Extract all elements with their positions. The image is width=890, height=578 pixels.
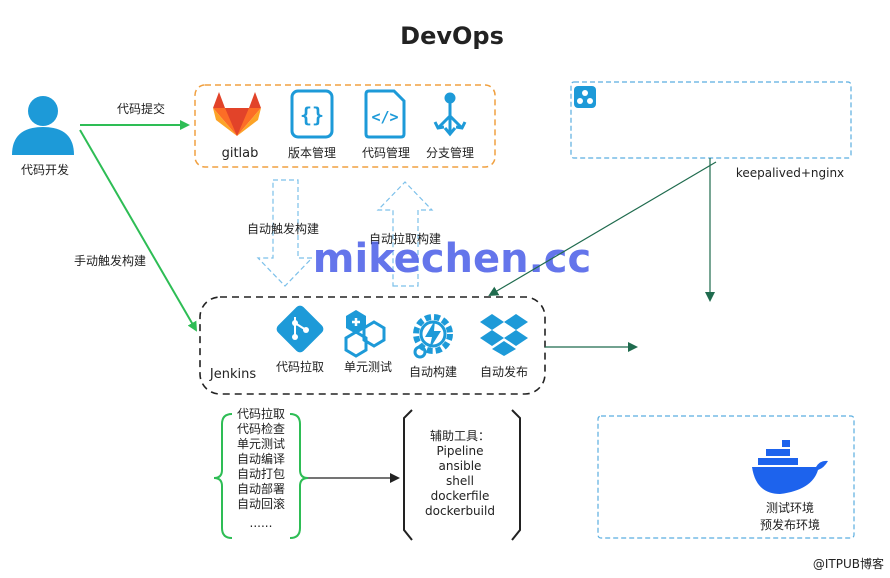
developer-label: 代码开发 <box>21 162 69 177</box>
dropbox-icon <box>480 314 528 356</box>
tools-left-bracket <box>403 409 413 541</box>
jenkins-deploy-label: 自动发布 <box>480 364 528 379</box>
gear-bolt-icon <box>413 314 453 359</box>
cluster-icon <box>574 86 596 108</box>
hexagons-icon <box>344 310 386 358</box>
jenkins-test-label: 单元测试 <box>344 359 392 374</box>
tool-item: dockerbuild <box>425 504 495 518</box>
gitlab-fox-icon <box>213 92 261 136</box>
branch-mgmt-label: 分支管理 <box>426 145 474 160</box>
steps-list: 代码拉取 代码检查 单元测试 自动编译 自动打包 自动部署 自动回滚 .....… <box>237 406 285 530</box>
docker-whale-icon <box>752 440 828 494</box>
step-item: 自动回滚 <box>237 496 285 511</box>
jenkins-group-box <box>199 296 546 395</box>
steps-right-brace <box>289 413 309 539</box>
step-item: 自动部署 <box>237 481 285 496</box>
step-item: ...... <box>250 516 273 530</box>
tools-list: 辅助工具： Pipeline ansible shell dockerfile … <box>425 429 495 518</box>
env-line-test: 测试环境 <box>766 500 814 515</box>
tools-right-bracket <box>511 409 521 541</box>
step-item: 代码检查 <box>237 421 285 436</box>
tools-heading: 辅助工具： <box>430 429 490 443</box>
code-doc-icon: </> <box>364 89 406 139</box>
jenkins-build-label: 自动构建 <box>409 364 457 379</box>
auto-pull-label: 自动拉取构建 <box>369 231 441 246</box>
lb-label: keepalived+nginx <box>736 166 844 180</box>
watermark: mikechen.cc <box>313 236 591 282</box>
svg-text:{}: {} <box>300 103 324 127</box>
braces-doc-icon: {} <box>290 89 334 139</box>
step-item: 自动编译 <box>237 451 285 466</box>
auto-trigger-arrow <box>256 179 314 287</box>
code-mgmt-label: 代码管理 <box>362 145 410 160</box>
git-diamond-icon <box>276 305 324 353</box>
developer-person-icon <box>12 96 74 155</box>
jenkins-label: Jenkins <box>209 367 256 382</box>
step-item: 自动打包 <box>237 467 285 481</box>
svg-text:</>: </> <box>371 108 398 126</box>
branch-icon <box>433 92 467 137</box>
env-line-staging: 预发布环境 <box>760 517 820 532</box>
commit-label: 代码提交 <box>117 101 165 116</box>
footer-credit: @ITPUB博客 <box>813 556 884 571</box>
gitlab-label: gitlab <box>222 146 259 161</box>
diagram-title: DevOps <box>400 22 504 50</box>
auto-trigger-label: 自动触发构建 <box>247 221 319 236</box>
lb-to-jenkins-arrow <box>488 161 717 297</box>
tool-item: shell <box>446 474 474 488</box>
manual-build-arrow <box>79 129 198 332</box>
version-mgmt-label: 版本管理 <box>288 145 336 160</box>
step-item: 代码拉取 <box>237 406 285 421</box>
lb-box <box>570 81 852 159</box>
steps-left-brace <box>213 413 233 539</box>
tool-item: Pipeline <box>437 444 484 458</box>
step-item: 单元测试 <box>237 436 285 451</box>
env-box <box>597 415 855 539</box>
manual-build-label: 手动触发构建 <box>74 253 146 268</box>
tool-item: ansible <box>439 459 482 473</box>
jenkins-pull-label: 代码拉取 <box>276 359 324 374</box>
tool-item: dockerfile <box>431 489 490 503</box>
gitlab-group-box <box>194 84 496 168</box>
